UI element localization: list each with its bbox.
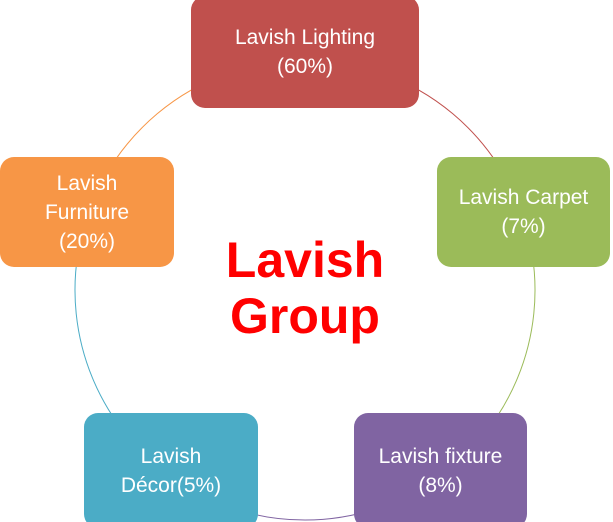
node-label: Lavish: [140, 444, 202, 468]
node-percent: (20%): [58, 229, 116, 253]
node-lavish-decor: Lavish Décor(5%): [84, 413, 258, 522]
center-title-line2: Group: [230, 288, 380, 344]
node-lavish-lighting: Lavish Lighting (60%): [191, 0, 419, 108]
node-percent: (8%): [418, 473, 463, 497]
node-percent: (60%): [276, 55, 334, 78]
node-percent: (7%): [501, 215, 546, 238]
node-percent: Décor(5%): [120, 473, 222, 497]
node-lavish-furniture: Lavish Furniture (20%): [0, 157, 174, 267]
node-label: Lavish fixture: [378, 444, 503, 468]
center-title-line1: Lavish: [225, 232, 385, 288]
node-label: Lavish Carpet: [458, 186, 589, 209]
node-label-2: Furniture: [44, 200, 130, 224]
node-label: Lavish: [56, 171, 118, 195]
node-label: Lavish Lighting: [234, 26, 376, 49]
center-title: Lavish Group: [185, 232, 425, 344]
node-lavish-carpet: Lavish Carpet (7%): [437, 157, 610, 267]
node-lavish-fixture: Lavish fixture (8%): [354, 413, 527, 522]
